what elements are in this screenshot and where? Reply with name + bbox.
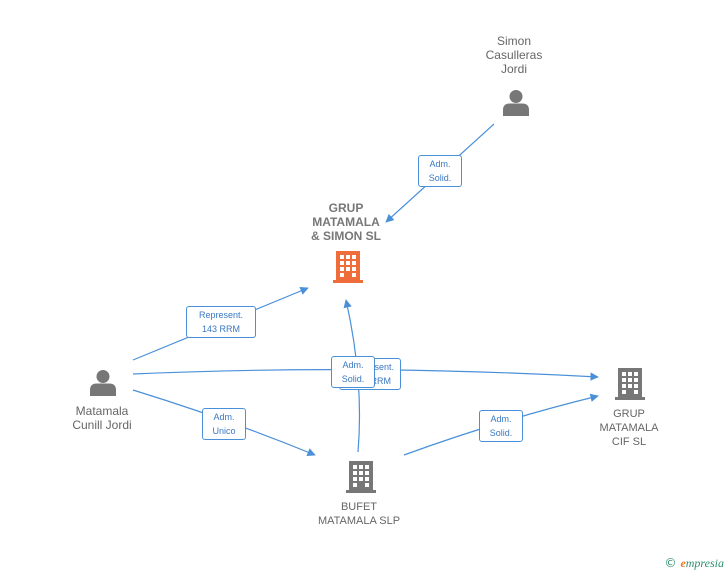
edge-label-line: Solid. — [489, 428, 513, 438]
edge-label-line: 143 RRM — [201, 324, 240, 334]
brand-initial: e — [680, 556, 686, 570]
brand-logo: ©empresia — [664, 556, 724, 571]
node-label-grup-matamala-cif[interactable]: GRUP MATAMALA CIF SL — [591, 407, 667, 449]
node-label-simon-casulleras[interactable]: Simon Casulleras Jordi — [478, 34, 550, 76]
node-label-line: Jordi — [500, 62, 527, 76]
node-label-bufet-matamala[interactable]: BUFET MATAMALA SLP — [304, 500, 414, 528]
edge-label-line: Adm. — [490, 414, 512, 424]
edge-label-bufet-to-cif[interactable]: Adm. Solid. — [479, 410, 523, 442]
node-label-line: Simon — [496, 34, 531, 48]
edge-label-bufet-adm-solid[interactable]: Adm. Solid. — [331, 356, 375, 388]
edge-label-line: Solid. — [428, 173, 452, 183]
node-label-line: CIF SL — [611, 436, 647, 448]
building-icon[interactable] — [346, 461, 376, 493]
node-label-grup-matamala-simon[interactable]: GRUP MATAMALA & SIMON SL — [296, 201, 396, 243]
edge-label-line: Adm. — [213, 412, 235, 422]
edge-label-line: Unico — [212, 426, 236, 436]
node-label-matamala-cunill[interactable]: Matamala Cunill Jordi — [58, 404, 146, 432]
node-label-line: MATAMALA — [312, 215, 380, 229]
node-label-line: BUFET — [340, 501, 378, 513]
person-icon[interactable] — [503, 90, 529, 116]
edge-label-line: Represent. — [198, 310, 244, 320]
edge-label-matamala-adm-unico[interactable]: Adm. Unico — [202, 408, 246, 440]
node-label-line: MATAMALA SLP — [317, 515, 401, 527]
node-label-line: GRUP — [328, 201, 364, 215]
edge-label-line: Adm. — [429, 159, 451, 169]
node-label-line: Casulleras — [485, 48, 543, 62]
building-icon[interactable] — [333, 251, 363, 283]
edge-label-line: Adm. — [342, 360, 364, 370]
brand-name: mpresia — [685, 556, 724, 570]
node-label-line: Matamala — [75, 404, 129, 418]
person-icon[interactable] — [90, 370, 116, 396]
node-label-line: & SIMON SL — [310, 229, 381, 243]
building-icon[interactable] — [615, 368, 645, 400]
edge-label-line: Solid. — [341, 374, 365, 384]
copyright-icon: © — [664, 556, 677, 570]
edge-label-matamala-represent[interactable]: Represent. 143 RRM — [186, 306, 256, 338]
node-label-line: Cunill Jordi — [72, 418, 132, 432]
node-label-line: GRUP — [613, 408, 645, 420]
node-label-line: MATAMALA — [599, 422, 659, 434]
edge-label-simon-adm-solid[interactable]: Adm. Solid. — [418, 155, 462, 187]
